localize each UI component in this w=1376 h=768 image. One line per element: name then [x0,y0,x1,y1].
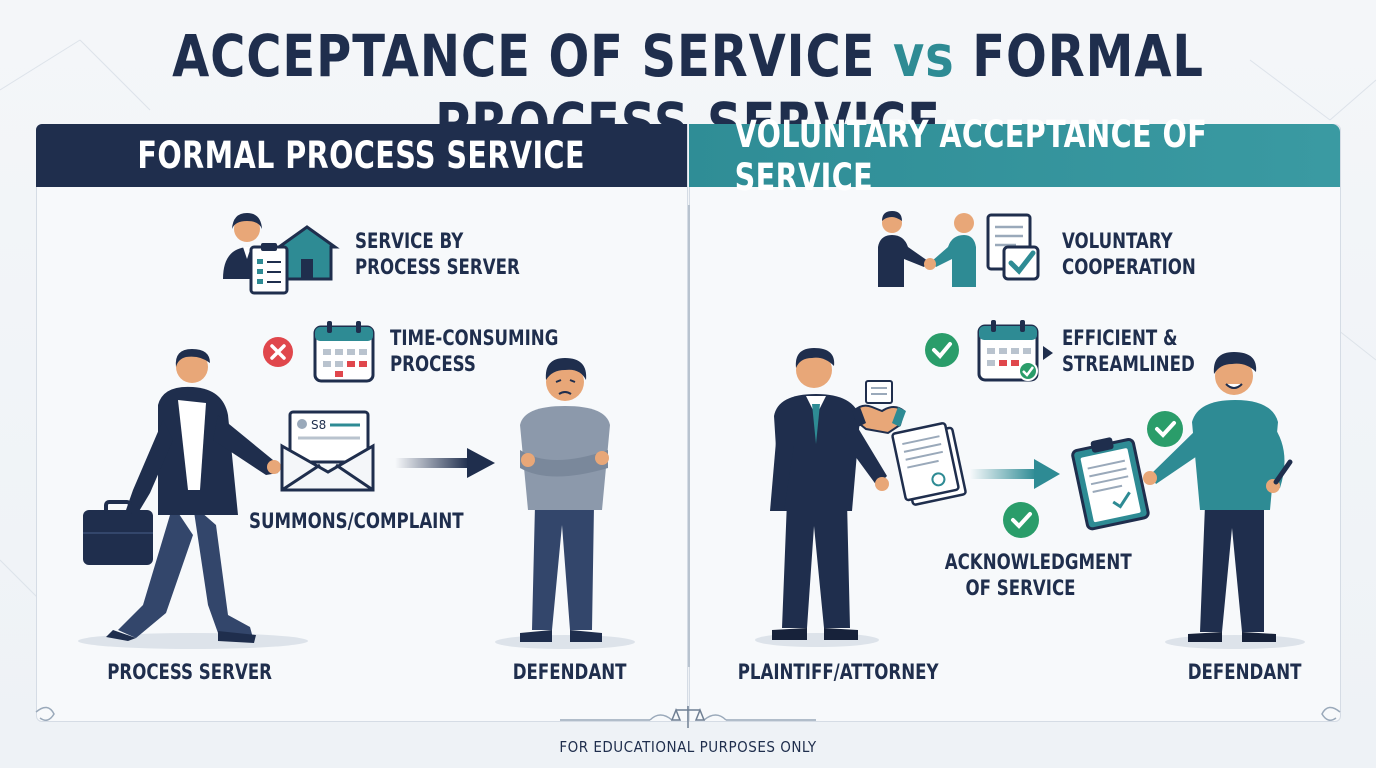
efficient-streamlined-label: EFFICIENT &STREAMLINED [1062,326,1195,376]
summons-complaint-label: SUMMONS/COMPLAINT [249,509,464,533]
defendant-caption-left: DEFENDANT [512,660,627,684]
plaintiff-attorney-caption: PLAINTIFF/ATTORNEY [737,660,939,684]
footer-disclaimer: FOR EDUCATIONAL PURPOSES ONLY [559,738,817,756]
svg-text:S8: S8 [311,418,326,432]
process-server-house-icon [223,213,340,295]
arrow-right-icon [395,448,495,478]
summons-envelope-icon: S8 [280,410,375,492]
defendant-caption-right: DEFENDANT [1187,660,1302,684]
process-server-caption: PROCESS SERVER [107,660,272,684]
defendant-figure-right [1143,352,1305,649]
handshake-people-icon [878,211,1040,287]
scales-icon [670,706,706,728]
panel-divider [688,205,690,667]
clipboard-signed-icon [1071,437,1150,531]
clipboard-check-icon [1147,411,1183,447]
defendant-figure-left [495,358,635,649]
red-x-icon [263,337,293,367]
ack-check-icon [1003,502,1039,538]
calendar-icon [313,321,375,383]
plaintiff-attorney-figure [755,348,967,647]
green-check-icon [925,333,959,367]
formal-service-header: FORMAL PROCESS SERVICE [36,124,687,187]
process-server-figure [78,349,308,649]
bottom-flourish [35,706,1341,728]
voluntary-acceptance-header: VOLUNTARY ACCEPTANCE OF SERVICE [689,113,1340,199]
teal-arrow-right-icon [970,459,1060,489]
calendar-check-icon [977,320,1053,382]
